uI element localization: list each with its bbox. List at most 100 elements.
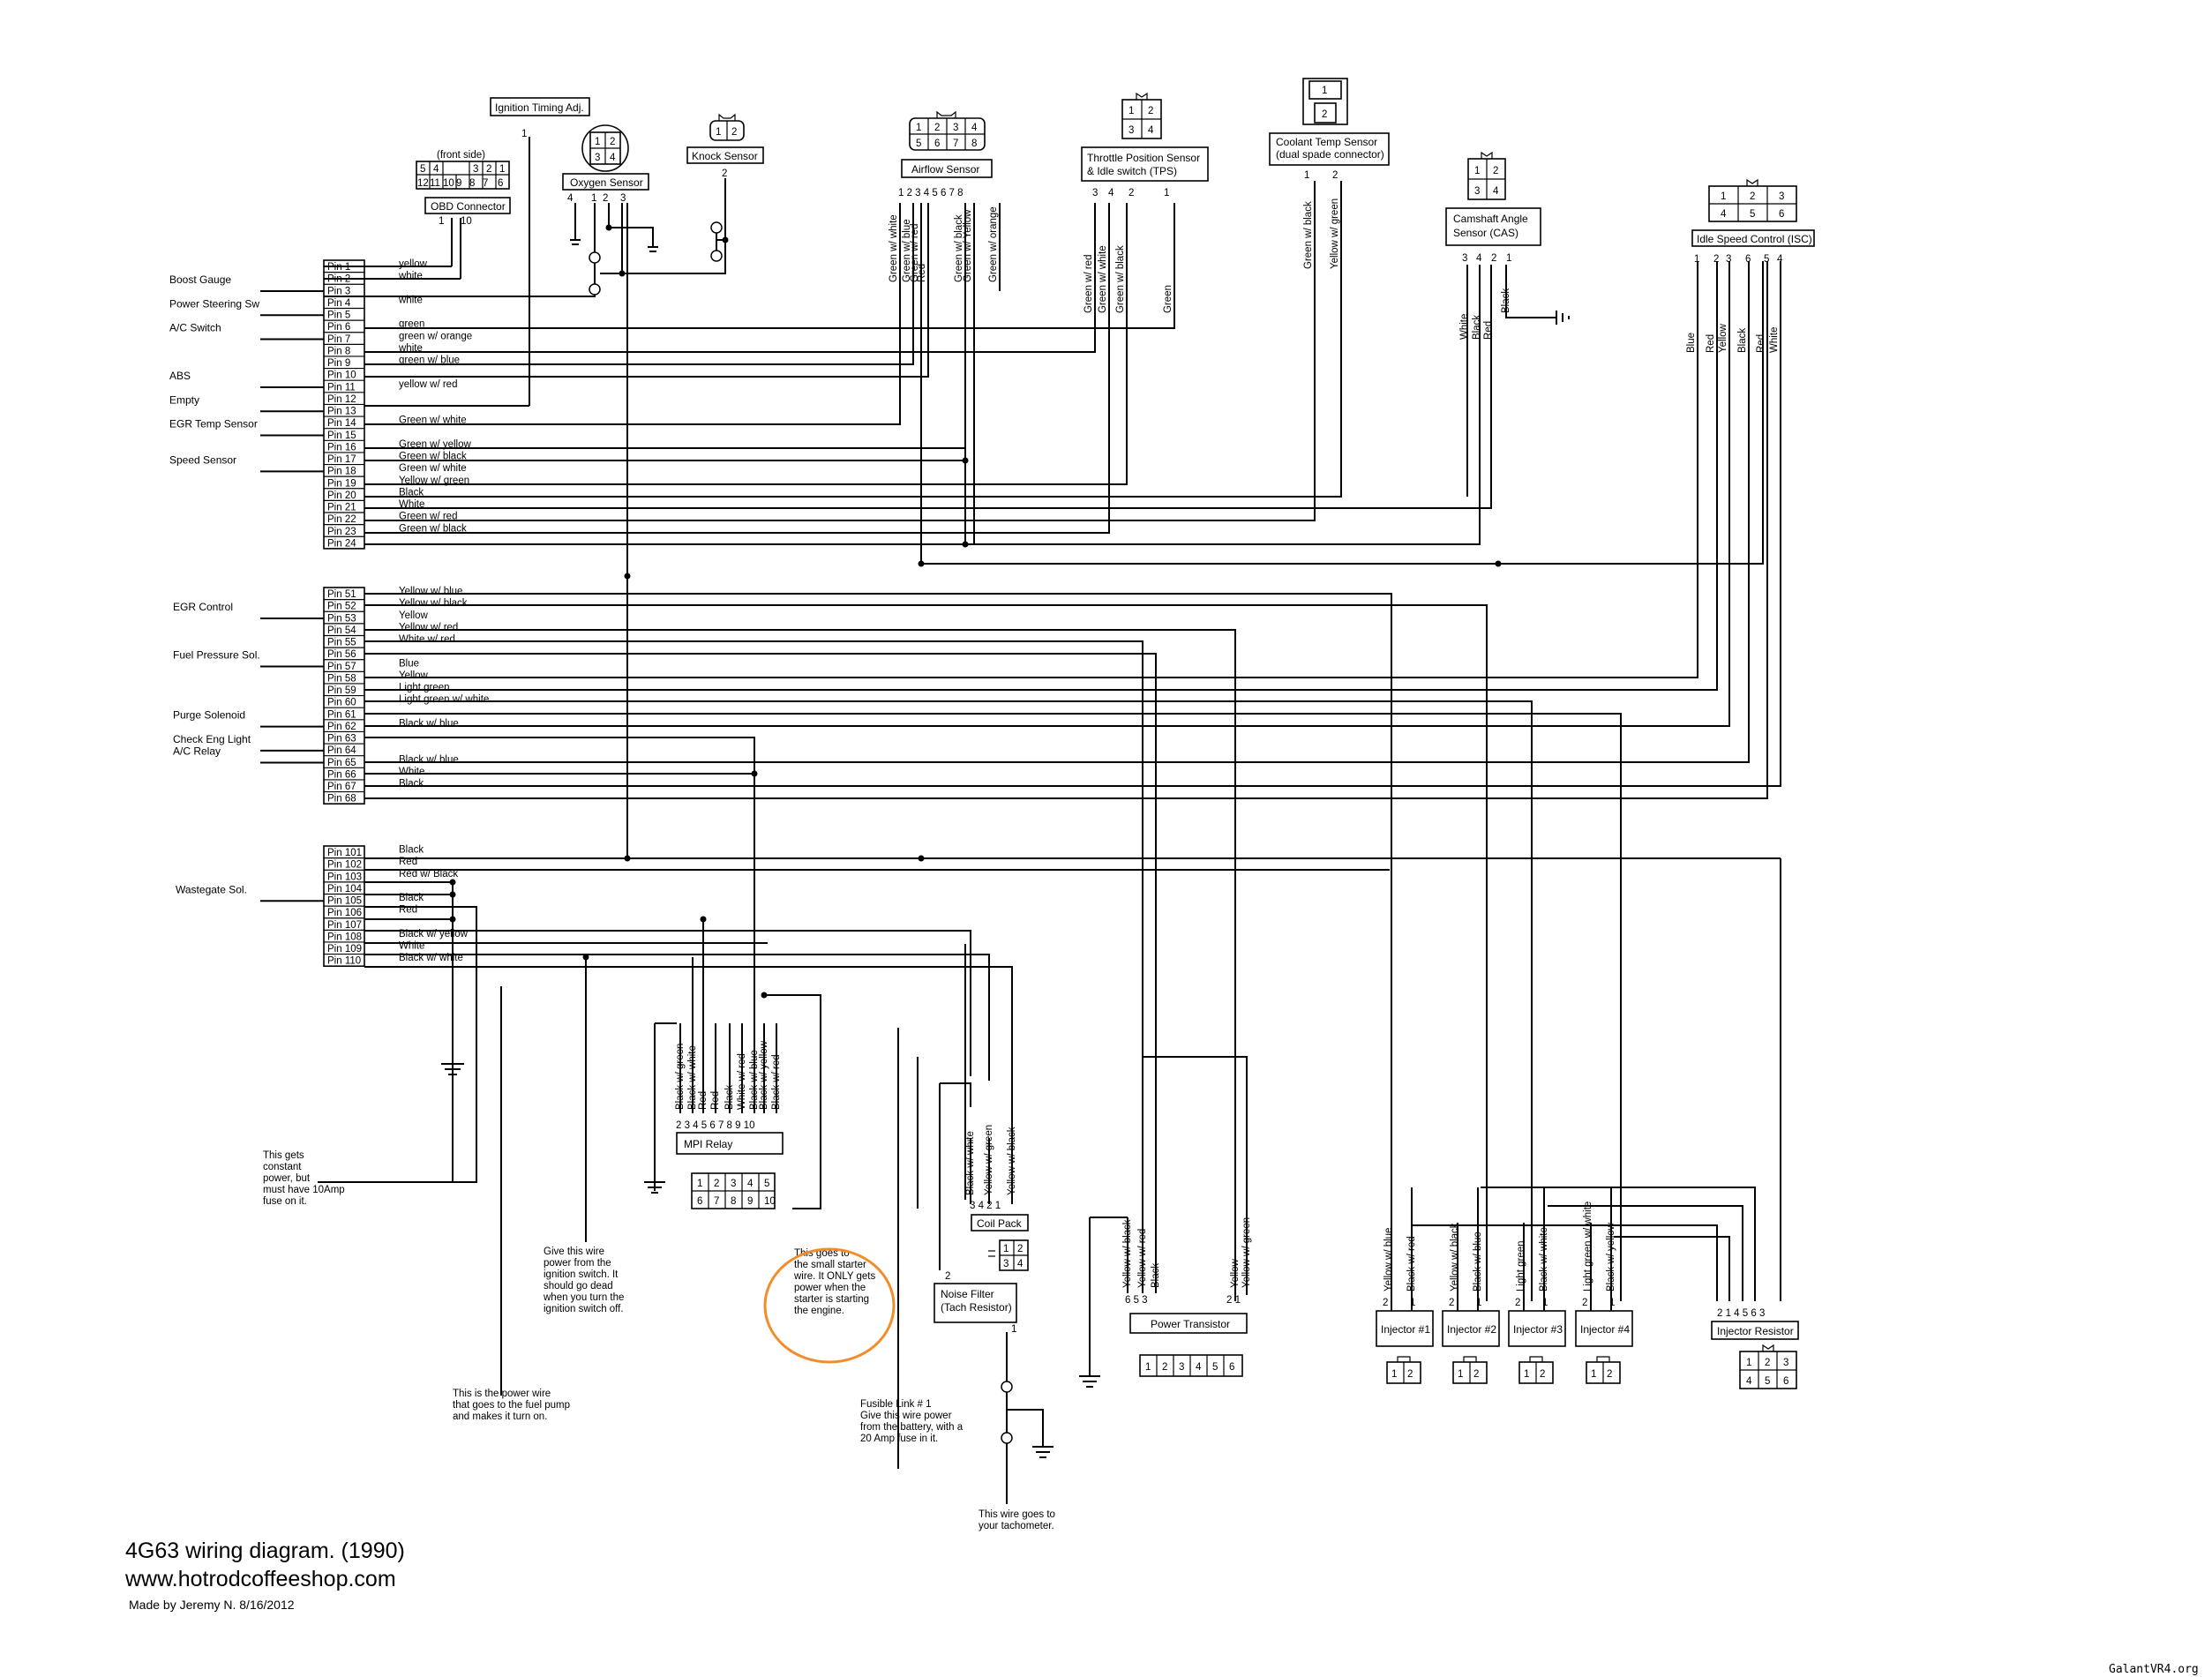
ecu-input-label: Fuel Pressure Sol. xyxy=(173,649,260,662)
ecu-wire-color: White xyxy=(399,767,424,777)
ecu-pin-label: Pin 4 xyxy=(327,298,351,309)
svg-text:2: 2 xyxy=(1493,166,1498,176)
isc-pin: 6 xyxy=(1745,254,1751,265)
ecu-pin-label: Pin 17 xyxy=(327,454,356,465)
injector-wire-color: Yellow w/ black xyxy=(1450,1223,1460,1291)
pt-cell: 3 xyxy=(1179,1362,1184,1373)
svg-text:(dual spade connector): (dual spade connector) xyxy=(1276,148,1384,161)
ecu-pin-label: Pin 60 xyxy=(327,698,356,708)
diagram-title: 4G63 wiring diagram. (1990) xyxy=(125,1538,405,1563)
svg-text:4: 4 xyxy=(1476,253,1482,264)
svg-text:1: 1 xyxy=(1003,1244,1009,1254)
ecu-wire-color: Green w/ yellow xyxy=(399,439,472,450)
obd-cell: 11 xyxy=(430,178,440,189)
ecu-pin-label: Pin 15 xyxy=(327,430,356,441)
svg-text:3: 3 xyxy=(1003,1259,1009,1269)
junction-dots xyxy=(449,224,1502,999)
ecu-wire-color: green w/ orange xyxy=(399,331,472,341)
ir-cell: 4 xyxy=(1746,1376,1752,1387)
ir-cell: 1 xyxy=(1746,1358,1751,1368)
tps-wire-color: Green w/ white xyxy=(1098,245,1108,313)
ecu-input-label: Wastegate Sol. xyxy=(176,883,247,895)
svg-text:1: 1 xyxy=(439,216,444,227)
ecu-input-label: A/C Relay xyxy=(173,745,221,757)
ecu-wire-color: green w/ blue xyxy=(399,356,460,366)
ecu-wire-color: Red w/ Black xyxy=(399,869,458,880)
ecu-pin-label: Pin 61 xyxy=(327,709,356,720)
svg-text:2: 2 xyxy=(1515,1298,1520,1308)
maf-cell: 2 xyxy=(934,123,940,133)
injector-cell: 1 xyxy=(1458,1369,1463,1380)
maf-wire-color: Green w/ black xyxy=(954,214,964,282)
svg-text:2: 2 xyxy=(1491,253,1496,264)
isc-pin: 3 xyxy=(1726,254,1731,265)
ir-cell: 6 xyxy=(1783,1376,1788,1387)
obd-cell: 5 xyxy=(420,164,425,175)
ecu-wire-color: Black w/ blue xyxy=(399,718,459,729)
ecu-pin-label: Pin 104 xyxy=(327,884,363,895)
svg-text:1 2 3 4 5 6 7 8: 1 2 3 4 5 6 7 8 xyxy=(898,188,964,198)
maf-wire-color: Green w/ Yellow xyxy=(963,209,973,282)
isc-wire-color: Red xyxy=(1756,334,1766,353)
ecu-input-label: Boost Gauge xyxy=(169,273,231,286)
injector-cell: 2 xyxy=(1607,1369,1612,1380)
ecu-wire-color: white xyxy=(398,295,423,305)
svg-text:2: 2 xyxy=(945,1271,950,1282)
svg-text:1: 1 xyxy=(1506,253,1511,264)
isc-cell: 1 xyxy=(1721,191,1726,202)
svg-text:2: 2 xyxy=(1383,1298,1388,1308)
ecu-pin-label: Pin 109 xyxy=(327,944,362,955)
svg-text:2: 2 xyxy=(1128,188,1134,198)
ecu-pin-label: Pin 8 xyxy=(327,346,350,356)
ecu-pin-label: Pin 12 xyxy=(327,394,356,405)
svg-text:4: 4 xyxy=(1148,125,1154,136)
ecu-wire-color: green xyxy=(399,319,424,330)
ecu-wire-color: Yellow xyxy=(399,670,429,681)
svg-text:4: 4 xyxy=(610,153,616,163)
svg-text:1: 1 xyxy=(1322,86,1327,96)
mpi-cell: 6 xyxy=(697,1196,702,1207)
ecu-pin-label: Pin 107 xyxy=(327,920,362,931)
wiring-lines xyxy=(318,178,1781,1504)
svg-text:Power Transistor: Power Transistor xyxy=(1151,1318,1230,1330)
tps-wire-color: Green xyxy=(1163,285,1173,313)
svg-text:3: 3 xyxy=(620,193,626,204)
ecu-pin-label: Pin 57 xyxy=(327,662,356,672)
ecu-wire-color: White w/ red xyxy=(399,634,455,645)
svg-text:1: 1 xyxy=(595,137,600,147)
cas-wire-color: Black xyxy=(1472,315,1482,340)
ir-cell: 2 xyxy=(1765,1358,1770,1368)
ecu-pin-label: Pin 5 xyxy=(327,311,350,321)
ecu-wire-color: Light green w/ white xyxy=(399,694,489,705)
ecu-pin-label: Pin 53 xyxy=(327,613,356,624)
isc-pin: 2 xyxy=(1713,254,1719,265)
ecu-pin-label: Pin 62 xyxy=(327,722,356,732)
svg-text:1: 1 xyxy=(591,193,596,204)
svg-text:1: 1 xyxy=(1128,106,1134,116)
maf-cell: 5 xyxy=(916,139,921,149)
ecu-pin-label: Pin 59 xyxy=(327,685,356,696)
isc-cell: 3 xyxy=(1779,191,1784,202)
obd-cell: 1 xyxy=(499,164,505,175)
injector-name: Injector #4 xyxy=(1580,1323,1630,1336)
ecu-pin-label: Pin 20 xyxy=(327,490,356,501)
isc-wire-color: White xyxy=(1769,327,1780,353)
maf-cell: 4 xyxy=(971,123,978,133)
obd-cell: 10 xyxy=(443,178,454,189)
ecu-pin-label: Pin 22 xyxy=(327,514,356,525)
ecu-wire-color: Black xyxy=(399,779,424,790)
ecu-input-label: A/C Switch xyxy=(169,322,221,334)
knock-sensor: 1 2 Knock Sensor 2 xyxy=(686,113,764,179)
injector-cell: 1 xyxy=(1391,1369,1397,1380)
